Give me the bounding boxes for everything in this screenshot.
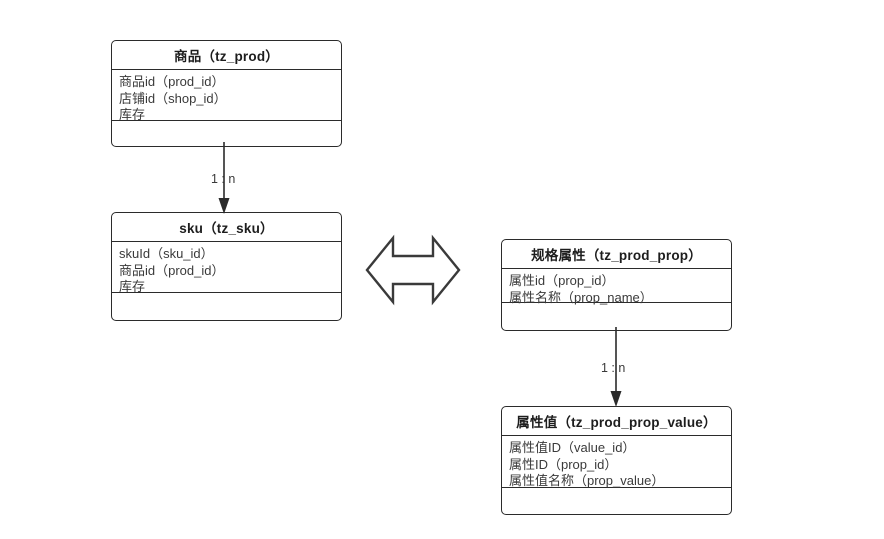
entity-attributes-tz-prod-prop: 属性id（prop_id） 属性名称（prop_name） [502, 269, 731, 305]
relation-label-prop-to-prop-value: 1 : n [601, 361, 626, 375]
attribute-row: 属性值名称（prop_value） [509, 473, 665, 488]
entity-title-tz-prod-prop-value: 属性值（tz_prod_prop_value） [502, 407, 731, 436]
entity-methods-tz-prod-prop [502, 303, 731, 329]
relation-arrow-prod-to-sku [218, 142, 230, 214]
attribute-row: 商品id（prod_id） [119, 262, 225, 278]
entity-box-tz-sku[interactable]: sku（tz_sku） skuId（sku_id） 商品id（prod_id） … [111, 212, 342, 321]
attribute-row: 属性id（prop_id） [509, 273, 615, 288]
attribute-row: skuId（sku_id） [119, 246, 214, 261]
bidirectional-arrow-icon [365, 234, 461, 306]
attribute-row: 库存 [119, 107, 146, 122]
entity-title-tz-prod: 商品（tz_prod） [112, 41, 341, 70]
relation-arrow-prop-to-prop-value [610, 327, 622, 407]
entity-attributes-tz-prod: 商品id（prod_id） 店铺id（shop_id） 库存 [112, 70, 341, 122]
entity-methods-tz-prod-prop-value [502, 488, 731, 513]
attribute-row: 属性ID（prop_id） [509, 456, 618, 472]
entity-attributes-tz-sku: skuId（sku_id） 商品id（prod_id） 库存 [112, 242, 341, 294]
attribute-row: 商品id（prod_id） [119, 74, 225, 89]
entity-attributes-tz-prod-prop-value: 属性值ID（value_id） 属性ID（prop_id） 属性值名称（prop… [502, 436, 731, 488]
entity-title-tz-prod-prop: 规格属性（tz_prod_prop） [502, 240, 731, 269]
attribute-row: 属性值ID（value_id） [509, 440, 636, 455]
entity-title-tz-sku: sku（tz_sku） [112, 213, 341, 242]
attribute-row: 库存 [119, 279, 146, 294]
entity-box-tz-prod-prop[interactable]: 规格属性（tz_prod_prop） 属性id（prop_id） 属性名称（pr… [501, 239, 732, 331]
attribute-row: 属性名称（prop_name） [509, 289, 653, 305]
entity-box-tz-prod[interactable]: 商品（tz_prod） 商品id（prod_id） 店铺id（shop_id） … [111, 40, 342, 147]
entity-methods-tz-sku [112, 293, 341, 319]
attribute-row: 店铺id（shop_id） [119, 90, 227, 106]
relation-label-prod-to-sku: 1 : n [211, 172, 236, 186]
entity-box-tz-prod-prop-value[interactable]: 属性值（tz_prod_prop_value） 属性值ID（value_id） … [501, 406, 732, 515]
